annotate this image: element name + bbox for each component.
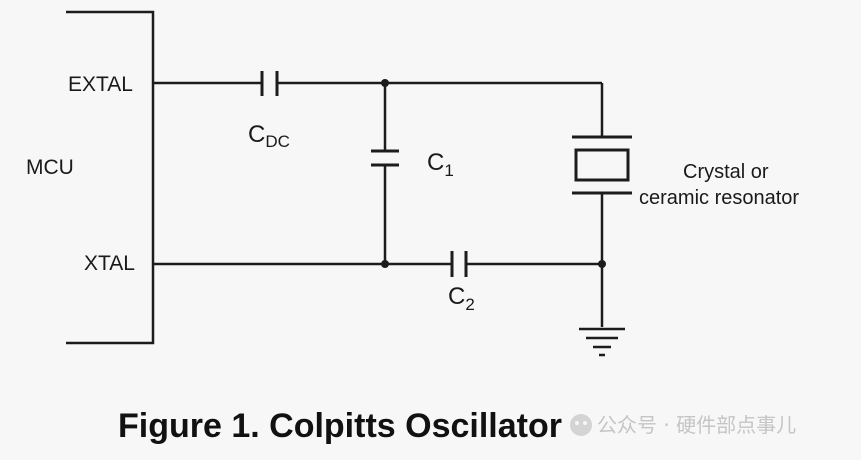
resonator-label-line1: Crystal or: [683, 161, 769, 183]
pin-label-extal: EXTAL: [68, 73, 133, 96]
cdc-label-sub: DC: [265, 132, 290, 151]
resonator-label-line2: ceramic resonator: [639, 187, 799, 209]
c2-label-main: C: [448, 283, 465, 310]
c2-label: C2: [448, 283, 475, 314]
capacitor-c2: [450, 251, 468, 277]
c1-label-main: C: [427, 149, 444, 176]
junction-dots: [381, 79, 606, 268]
mcu-label: MCU: [26, 156, 74, 179]
capacitor-cdc: [260, 71, 279, 96]
watermark-text: 公众号 · 硬件部点事儿: [597, 413, 796, 437]
watermark-logo-icon: [570, 414, 592, 436]
watermark: 公众号 · 硬件部点事儿: [570, 413, 796, 437]
junction-dot: [381, 260, 389, 268]
cdc-label-main: C: [248, 121, 265, 148]
c1-label-sub: 1: [444, 161, 453, 180]
figure-caption: Figure 1. Colpitts Oscillator: [118, 407, 562, 445]
crystal-resonator-symbol: [572, 135, 632, 195]
circuit-wires: [153, 81, 604, 327]
junction-dot: [381, 79, 389, 87]
ground-icon: [579, 327, 625, 357]
c2-label-sub: 2: [465, 295, 474, 314]
pin-label-xtal: XTAL: [84, 252, 135, 275]
cdc-label: CDC: [248, 121, 290, 151]
capacitor-c1: [371, 149, 399, 167]
c1-label: C1: [427, 149, 454, 180]
mcu-block: [66, 10, 155, 345]
junction-dot: [598, 260, 606, 268]
